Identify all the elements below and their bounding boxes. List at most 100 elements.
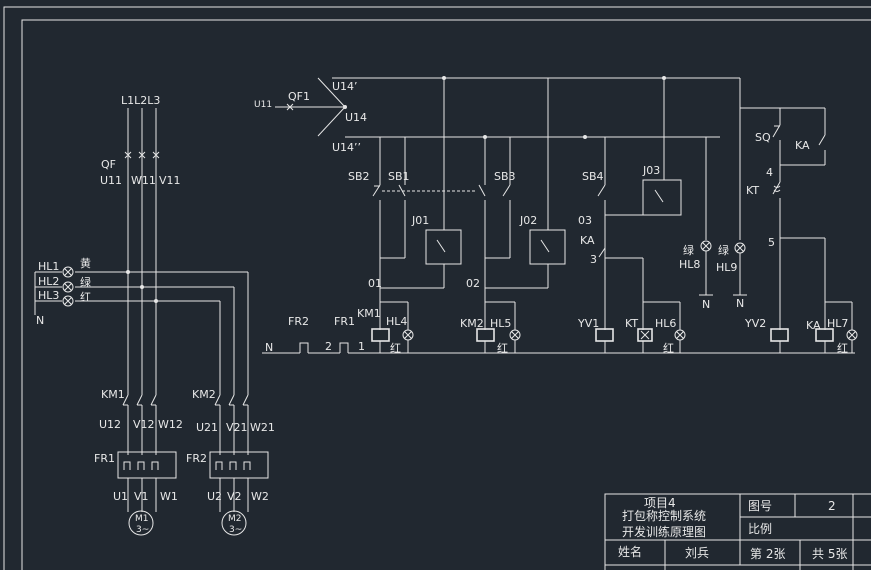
hl4-label: HL4 <box>386 315 407 328</box>
title-block: 项目4 打包称控制系统 开发训练原理图 图号 2 比例 姓名 刘兵 第 2张 共… <box>604 493 871 570</box>
node-02-label: 02 <box>466 277 480 290</box>
drawing-no-value: 2 <box>828 499 836 513</box>
km2-coil-label: KM2 <box>460 317 484 330</box>
sb3-label: SB3 <box>494 170 516 183</box>
hl5-color: 红 <box>497 342 508 355</box>
motor-m2-icon <box>221 510 247 536</box>
motor-m1-name: M1 <box>135 514 149 524</box>
lamp-color-green: 绿 <box>80 275 91 289</box>
hl8-n-label: N <box>702 298 710 311</box>
main-circuit: L1L2L3 QF U11 W11 V11 HL1 HL2 HL3 黄 绿 红 … <box>34 94 275 536</box>
phase-w11: W11 <box>131 174 156 187</box>
node-01-label: 01 <box>368 277 382 290</box>
lamp-hl8-icon <box>700 240 712 252</box>
hl6-label: HL6 <box>655 317 676 330</box>
j03-label: J03 <box>642 164 660 177</box>
hl8-color: 绿 <box>683 243 694 257</box>
fr1-thermal-relay-icon <box>117 451 177 479</box>
motor-m1-type: 3~ <box>136 525 149 535</box>
hl7-color: 红 <box>837 342 848 355</box>
lamp-hl7-icon <box>846 329 858 341</box>
lamp-hl9-icon <box>734 242 746 254</box>
hl5-label: HL5 <box>490 317 511 330</box>
j02-relay-icon <box>529 229 566 265</box>
fr2-nc-label: FR2 <box>288 315 309 328</box>
m1-term-w12: W12 <box>158 418 183 431</box>
m2-term-w2: W2 <box>251 490 269 503</box>
lamp-hl2-icon <box>62 281 74 293</box>
node-3-label: 3 <box>590 253 597 266</box>
lamp-hl2-label: HL2 <box>38 275 59 288</box>
fr2-thermal-relay-icon <box>209 451 269 479</box>
drawing-name-line2: 开发训练原理图 <box>622 524 706 539</box>
hl9-color: 绿 <box>718 243 729 257</box>
outer-border <box>3 6 871 570</box>
hl9-n-label: N <box>736 297 744 310</box>
lamp-hl1-label: HL1 <box>38 260 59 273</box>
km1-main-label: KM1 <box>101 388 125 401</box>
sb2-label: SB2 <box>348 170 370 183</box>
motor-m2-name: M2 <box>228 514 242 524</box>
yv1-coil-label: YV1 <box>577 317 599 330</box>
node-4-label: 4 <box>766 166 773 179</box>
qf1-label: QF1 <box>288 90 310 103</box>
j02-label: J02 <box>519 214 537 227</box>
lamp-color-yellow: 黄 <box>80 256 91 270</box>
drawing-name-line1: 打包称控制系统 <box>622 509 706 523</box>
node-5-label: 5 <box>768 236 775 249</box>
sb1-label: SB1 <box>388 170 410 183</box>
lamp-hl6-icon <box>674 329 686 341</box>
sq-label: SQ <box>755 131 771 144</box>
sb4-label: SB4 <box>582 170 604 183</box>
phase-v11: V11 <box>159 174 181 187</box>
author-label: 姓名 <box>618 544 642 559</box>
hl7-label: HL7 <box>827 317 848 330</box>
m1-term-u1: U1 <box>113 490 128 503</box>
drawing-no-label: 图号 <box>748 499 772 513</box>
qf-label: QF <box>101 158 116 171</box>
u14-prime-label: U14’ <box>332 80 358 93</box>
scale-label: 比例 <box>748 522 772 536</box>
m1-term-u12: U12 <box>99 418 121 431</box>
lamp-hl5-icon <box>509 329 521 341</box>
km1-coil-icon <box>371 328 390 342</box>
motor-m2-type: 3~ <box>229 525 242 535</box>
m2-term-u2: U2 <box>207 490 222 503</box>
m2-term-v2: V2 <box>227 490 242 503</box>
m2-term-v21: V21 <box>226 421 248 434</box>
fr1-main-label: FR1 <box>94 452 115 465</box>
num-1-label: 1 <box>358 340 365 353</box>
km2-coil-icon <box>476 328 495 342</box>
m2-term-u21: U21 <box>196 421 218 434</box>
m1-term-v12: V12 <box>133 418 155 431</box>
hl9-label: HL9 <box>716 261 737 274</box>
sheet-total: 共 5张 <box>812 547 847 561</box>
fr2-main-label: FR2 <box>186 452 207 465</box>
lamp-hl3-label: HL3 <box>38 289 59 302</box>
km2-main-label: KM2 <box>192 388 216 401</box>
lamp-color-red: 红 <box>80 291 91 304</box>
ka-self-label: KA <box>795 139 810 152</box>
j01-label: J01 <box>411 214 429 227</box>
m1-term-v1: V1 <box>134 490 149 503</box>
yv1-coil-icon <box>595 328 614 342</box>
j03-relay-icon <box>642 179 682 216</box>
project-label: 项目4 <box>644 496 676 510</box>
m2-term-w21: W21 <box>250 421 275 434</box>
kt-coil-icon <box>637 328 653 342</box>
num-2-label: 2 <box>325 340 332 353</box>
control-n-label: N <box>265 341 273 354</box>
inner-border <box>21 19 871 570</box>
km1-coil-label: KM1 <box>357 307 381 320</box>
u14-label: U14 <box>345 111 367 124</box>
sheet-number: 第 2张 <box>750 547 785 561</box>
phase-u11: U11 <box>100 174 122 187</box>
control-input-label: U11 <box>254 100 272 110</box>
lamp-hl3-icon <box>62 295 74 307</box>
neutral-label: N <box>36 314 44 327</box>
ka-contact-label: KA <box>580 234 595 247</box>
control-circuit: U11 QF1 U14’ U14 U14’’ SB2 SB1 01 <box>254 76 858 355</box>
m1-term-w1: W1 <box>160 490 178 503</box>
hl8-label: HL8 <box>679 258 700 271</box>
motor-m1-icon <box>128 510 154 536</box>
